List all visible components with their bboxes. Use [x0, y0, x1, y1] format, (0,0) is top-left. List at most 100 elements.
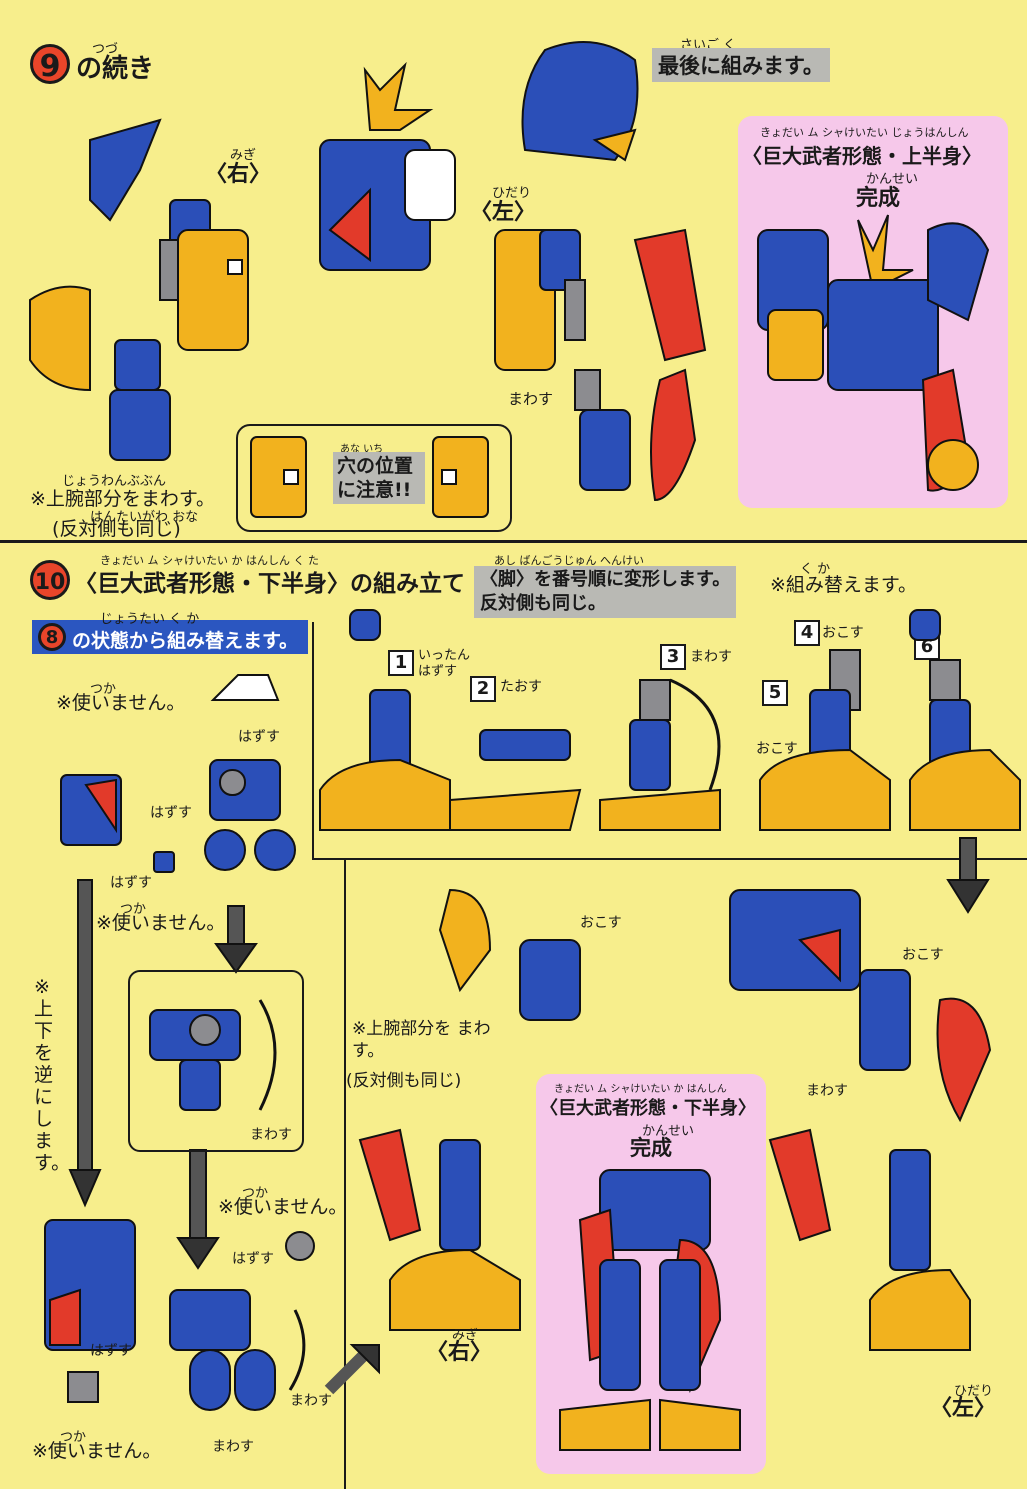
- okosu-step4: おこす: [822, 625, 864, 641]
- small-peg-part: [153, 851, 175, 873]
- mawasu-lower-1: まわす: [290, 1393, 332, 1409]
- grey-round-part: [285, 1231, 315, 1261]
- leg-step-3: 3: [660, 644, 686, 670]
- leg-step-1: 1: [388, 650, 414, 676]
- step9-right-shoulder-illustration: [177, 229, 249, 351]
- step9-right-arm-illustration: [494, 228, 707, 502]
- step9-upperarm-furigana: じょうわんぶぶん: [62, 474, 167, 489]
- unused-note-4: ※使いません。: [32, 1440, 162, 1462]
- step9-opposite-furigana: はんたいがわ おな: [90, 510, 199, 525]
- step10-horizontal-divider: [312, 858, 1027, 860]
- lower-complete-label: 完成: [630, 1136, 672, 1160]
- lower-complete-furigana: かんせい: [642, 1124, 695, 1139]
- step-arrow-down-1: [214, 905, 258, 974]
- upper-complete-furigana: かんせい: [866, 172, 919, 187]
- lower-complete-title: 〈巨大武者形態・下半身〉: [540, 1098, 756, 1119]
- leg-step-4: 4: [794, 620, 820, 646]
- unused-note-3: ※使いません。: [218, 1196, 348, 1218]
- hazusu-2: はずす: [150, 805, 192, 821]
- hole-furigana-1: あな いち: [340, 444, 384, 455]
- step-arrow-down-2: [176, 1149, 220, 1270]
- okosu-step5: おこす: [756, 741, 798, 757]
- leg-note-furigana: あし ばんごうじゅん へんけい: [494, 554, 644, 567]
- step9-opposite-note: (反対側も同じ): [52, 518, 181, 540]
- step-9-title: の続き: [76, 54, 155, 84]
- mawasu-callout: まわす: [250, 1127, 292, 1143]
- step9-right-label: 〈右〉: [205, 162, 272, 187]
- chest-part-illustration: [60, 774, 122, 846]
- leg-note-box: 〈脚〉を番号順に変形します。 反対側も同じ。: [474, 566, 737, 618]
- unused-furigana-1: つか: [90, 682, 117, 697]
- okosu-upper-1: おこす: [580, 915, 622, 931]
- right-leg-illustration: [358, 1128, 521, 1331]
- unused-furigana-3: つか: [242, 1186, 269, 1201]
- step8-robot-illustration: [204, 759, 296, 871]
- rotate-callout-illustration: [149, 999, 277, 1111]
- last-note-box: 最後に組みます。: [652, 48, 830, 82]
- leg-step-5: 5: [762, 680, 788, 706]
- from-step8-bar: [32, 620, 308, 654]
- step10-right-label: 〈右〉: [426, 1340, 493, 1365]
- lower-complete-title-furigana: きょだい ム シャけいたい か はんしん: [554, 1084, 727, 1095]
- step10-vertical-divider-lower: [344, 860, 346, 1489]
- step9-mawasu: まわす: [508, 390, 554, 408]
- from-step8-furigana: じょうたい く か: [100, 612, 200, 627]
- step9-left-furigana: ひだり: [492, 186, 532, 201]
- step9-right-furigana: みぎ: [230, 148, 257, 163]
- lower-assembly-illustration: [438, 888, 992, 1123]
- step10-left-label: 〈左〉: [930, 1396, 997, 1421]
- step9-upperarm-note: ※上腕部分をまわす。: [30, 488, 216, 510]
- flip-note-vertical: ※上下を逆にします。: [34, 976, 71, 1174]
- hazusu-3: はずす: [110, 875, 152, 891]
- step-9-badge: 9: [30, 44, 70, 84]
- unused-grey-peg: [67, 1371, 99, 1403]
- upper-complete-label: 完成: [856, 186, 901, 211]
- upper-complete-title: 〈巨大武者形態・上半身〉: [742, 144, 982, 168]
- upper-body-complete-illustration: [757, 214, 990, 492]
- ittan-hazusu: いったん はずす: [418, 648, 471, 679]
- lower-body-base-illustration: [169, 1289, 306, 1411]
- reassemble-furigana: く か: [800, 562, 831, 577]
- step10-opposite-note: (反対側も同じ): [346, 1071, 462, 1091]
- section-divider: [0, 540, 1027, 543]
- mawasu-step3: まわす: [690, 649, 732, 665]
- flipped-chest-illustration: [44, 1219, 136, 1351]
- step10-vertical-divider: [312, 622, 314, 860]
- hazusu-1: はずす: [238, 729, 280, 745]
- leg-step-2: 2: [470, 676, 496, 702]
- rotate-callout-box: [128, 970, 304, 1152]
- step-9-title-furigana: つづ: [92, 42, 119, 57]
- from-step8-badge: 8: [38, 623, 66, 651]
- hazusu-5: はずす: [90, 1343, 132, 1359]
- step-10-title-furigana: きょだい ム シャけいたい か はんしん く た: [100, 554, 319, 567]
- step10-upperarm-note: ※上腕部分を まわす。: [352, 1019, 491, 1061]
- hole-callout-right-part: [432, 436, 489, 518]
- from-step8-text: の状態から組み替えます。: [72, 630, 299, 652]
- sequence-arrow-down: [946, 837, 990, 914]
- leg-note-line2: 反対側も同じ。: [480, 593, 606, 614]
- step9-left-label: 〈左〉: [470, 200, 537, 225]
- taosu: たおす: [500, 679, 542, 695]
- step-10-title: 〈巨大武者形態・下半身〉の組み立て: [74, 571, 465, 597]
- step9-back-wing-illustration: [521, 41, 639, 162]
- lower-body-complete-illustration: [559, 1169, 741, 1451]
- step10-right-furigana: みぎ: [452, 1328, 479, 1343]
- mawasu-right: まわす: [806, 1083, 848, 1099]
- hole-callout-left-part: [250, 436, 307, 518]
- unused-furigana-2: つか: [120, 902, 147, 917]
- leg-note-line1: 〈脚〉を番号順に変形します。: [480, 569, 731, 590]
- unused-note-1: ※使いません。: [56, 692, 186, 714]
- hole-note-box: 穴の位置 に注意!!: [333, 452, 425, 504]
- diagonal-arrow: [324, 1344, 380, 1395]
- hole-note-line1: 穴の位置: [337, 455, 414, 477]
- mawasu-lower-2: まわす: [212, 1439, 254, 1455]
- step9-torso-illustration: [319, 61, 456, 271]
- unused-wing-part: [210, 674, 280, 701]
- hazusu-4: はずす: [232, 1251, 274, 1267]
- step-10-badge: 10: [30, 560, 70, 600]
- upper-complete-title-furigana: きょだい ム シャけいたい じょうはんしん: [760, 126, 969, 139]
- left-leg-illustration: [768, 1128, 971, 1351]
- unused-furigana-4: つか: [60, 1430, 87, 1445]
- reassemble-note: ※組み替えます。: [770, 574, 918, 596]
- unused-note-2: ※使いません。: [96, 912, 226, 934]
